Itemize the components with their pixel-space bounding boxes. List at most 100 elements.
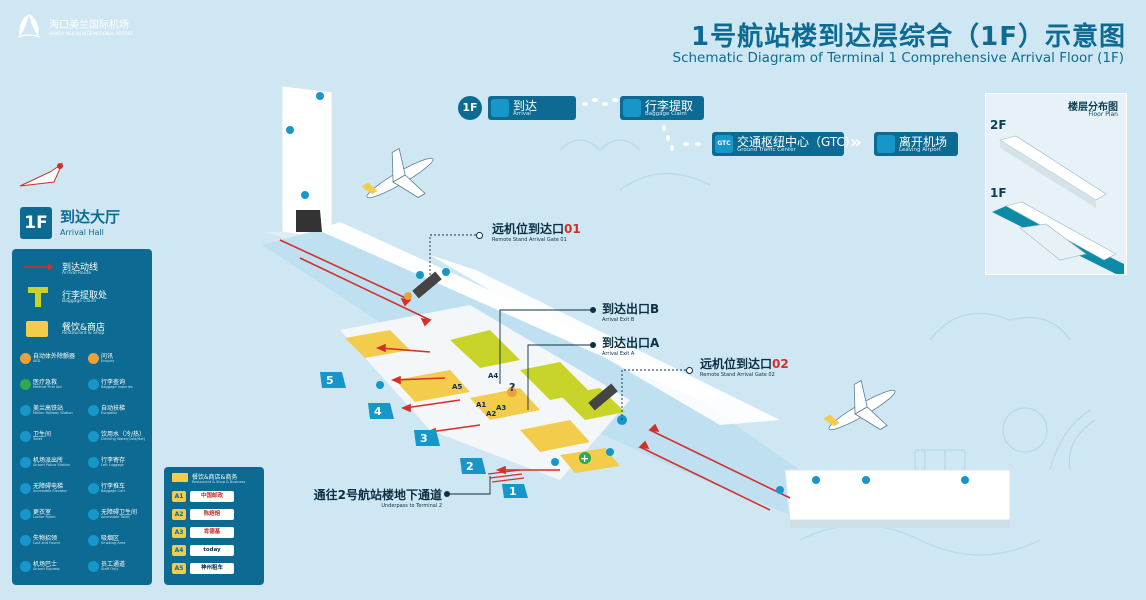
airport-logo-icon: [17, 14, 41, 38]
map-shop-a5: A5: [452, 383, 463, 391]
exit-person-icon: [877, 135, 895, 153]
callout-dot: [590, 342, 596, 348]
hall-title: 到达大厅: [60, 208, 121, 226]
facility-icon: [88, 353, 99, 364]
legend-baggage-claim: 行李提取处 Baggage Claim: [22, 287, 150, 309]
facility-icon: [88, 509, 99, 520]
airport-name-cn: 海口美兰国际机场: [49, 20, 129, 31]
airport-name-en: HAIKOU MEILAN INTERNATIONAL AIRPORT: [49, 31, 133, 36]
flow-step-baggage: 行李提取 Baggage Claim: [620, 96, 704, 120]
legend-restaurant-shop: 餐饮&商店 Restaurant & Shop: [22, 319, 150, 341]
flow-step-gtc: GTC 交通枢纽中心（GTC） Ground Traffic Center: [712, 132, 857, 156]
facility-icon: [20, 405, 31, 416]
facility-icon: [20, 535, 31, 546]
first-aid-icon: +: [580, 452, 590, 465]
callout-dot: [686, 367, 693, 374]
map-shop-a2: A2: [486, 410, 497, 418]
shop-brand: 中国邮政: [190, 491, 234, 502]
shop-code: A3: [172, 527, 186, 538]
shop-brand: 陈焙焙: [190, 509, 234, 520]
compass-icon: [19, 162, 64, 187]
facility-icon: [20, 509, 31, 520]
baggage-claim-icon: [623, 99, 641, 117]
facility-icon: [20, 457, 31, 468]
facility-icon: [88, 431, 99, 442]
callout-exit-a: 到达出口A Arrival Exit A: [602, 336, 660, 357]
shop-brand: 肯德基: [190, 527, 234, 538]
page-title: 1号航站楼到达层综合（1F）示意图: [691, 22, 1126, 52]
exit-5: 5: [326, 374, 334, 387]
floor-plan-level-1f: 1F: [990, 186, 1007, 200]
exit-1: 1: [509, 485, 517, 498]
background-decoration: [559, 139, 1096, 556]
red-arrow-icon: [24, 264, 54, 270]
callout-dot: [444, 491, 450, 497]
facility-icon: [88, 379, 99, 390]
flow-arrow-icon: »: [850, 132, 862, 153]
map-shop-a3: A3: [496, 404, 507, 412]
arrival-route: [279, 239, 791, 511]
shop-item: A3 肯德基: [172, 527, 260, 541]
facility-icon: [88, 405, 99, 416]
map-shop-a1: A1: [476, 401, 487, 409]
callout-remote-gate-02: 远机位到达口02 Remote Stand Arrival Gate 02: [700, 357, 789, 378]
person-walking-icon: [491, 99, 509, 117]
shop-code: A2: [172, 509, 186, 520]
facility-icon: [88, 561, 99, 572]
airplane-icon: [823, 379, 896, 431]
map-shop-a4: A4: [488, 372, 499, 380]
underpass-stripes: [487, 469, 525, 483]
flow-step-arrival: 到达 Arrival: [488, 96, 576, 120]
exit-2: 2: [466, 460, 474, 473]
shop-area-icon: [26, 321, 48, 337]
exit-tiles: [320, 372, 528, 498]
callout-dot: [590, 307, 596, 313]
facility-icon: [20, 379, 31, 390]
floor-plan-title: 楼层分布图: [1068, 102, 1118, 113]
callout-underpass: 通往2号航站楼地下通道 Underpass to Terminal 2: [313, 488, 442, 509]
airplane-icon: [361, 147, 434, 199]
facility-markers: [286, 92, 969, 494]
floor-plan-level-2f: 2F: [990, 118, 1007, 132]
shop-legend-header: 餐饮&商店&商务 Restaurant & Shop & Business: [172, 472, 262, 486]
baggage-belt-icon: [28, 287, 48, 307]
airport-logo: 海口美兰国际机场 HAIKOU MEILAN INTERNATIONAL AIR…: [14, 12, 154, 42]
legend-panel: 到达动线 Arrival Route 行李提取处 Baggage Claim 餐…: [12, 249, 152, 585]
enquiry-icon: ?: [509, 381, 516, 394]
terminal-building: [262, 85, 1011, 528]
shop-item: A2 陈焙焙: [172, 509, 260, 523]
facility-icon: [20, 431, 31, 442]
floor-plan-inset: 楼层分布图 Floor Plan 2F 1F: [985, 93, 1127, 275]
floor-plan-drawing: [992, 135, 1124, 274]
shop-brand: today: [190, 545, 234, 556]
gtc-badge-icon: GTC: [715, 135, 733, 153]
floor-plan-subtitle: Floor Plan: [1088, 111, 1118, 118]
shop-swatch-icon: [172, 473, 188, 482]
callout-leaders: [429, 234, 688, 495]
facility-icon: [20, 353, 31, 364]
hall-subtitle: Arrival Hall: [60, 228, 104, 237]
shop-legend: 餐饮&商店&商务 Restaurant & Shop & Business A1…: [164, 467, 264, 585]
facility-icon: [88, 535, 99, 546]
flow-floor-badge: 1F: [458, 96, 482, 120]
floor-badge: 1F: [20, 207, 52, 239]
facility-icon: [20, 483, 31, 494]
callout-dot: [476, 232, 483, 239]
